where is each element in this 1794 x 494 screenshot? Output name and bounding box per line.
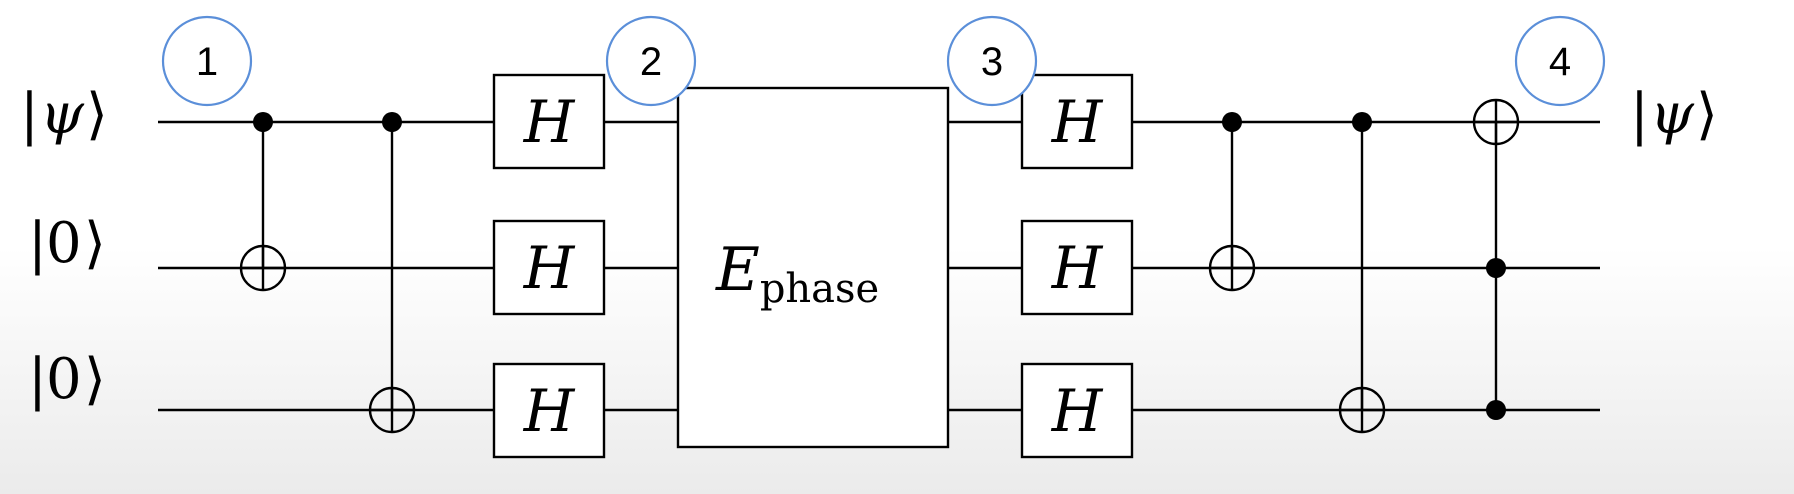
hadamard-gate: H — [1020, 73, 1134, 170]
cnot-gate-1 — [239, 112, 287, 292]
svg-text:H: H — [1051, 377, 1104, 445]
svg-text:⟩: ⟩ — [84, 347, 106, 412]
hadamard-gate: H — [492, 219, 606, 316]
hadamard-gate: H — [492, 362, 606, 459]
toffoli-gate — [1472, 98, 1520, 420]
step-marker-4: 4 — [1514, 15, 1606, 107]
hadamard-gate: H — [492, 73, 606, 170]
cnot-gate-3 — [1208, 112, 1256, 292]
cnot-target — [1338, 386, 1386, 434]
svg-text:H: H — [523, 377, 576, 445]
hadamard-gate: H — [1020, 362, 1134, 459]
control-dot — [1486, 258, 1506, 278]
svg-text:1: 1 — [196, 40, 218, 84]
cnot-target — [1208, 244, 1256, 292]
phase-error-block: Ephase — [676, 86, 950, 449]
svg-text:|: | — [28, 211, 47, 276]
step-marker-2: 2 — [605, 15, 697, 107]
svg-text:ψ: ψ — [40, 82, 85, 147]
cnot-target — [368, 386, 416, 434]
step-marker-1: 1 — [161, 15, 253, 107]
svg-text:0: 0 — [46, 211, 82, 276]
cnot-target — [239, 244, 287, 292]
cnot-gate-4 — [1338, 112, 1386, 434]
step-marker-3: 3 — [946, 15, 1038, 107]
control-dot — [1486, 400, 1506, 420]
svg-text:0: 0 — [46, 347, 82, 412]
input-ket-zero-1: | 0 ⟩ — [28, 211, 106, 276]
svg-text:|: | — [28, 347, 47, 412]
svg-text:H: H — [523, 88, 576, 156]
svg-text:|: | — [1630, 82, 1649, 147]
svg-text:ψ: ψ — [1650, 82, 1695, 147]
output-ket-psi: | ψ ⟩ — [1630, 82, 1718, 147]
svg-text:⟩: ⟩ — [86, 82, 108, 147]
svg-text:H: H — [523, 234, 576, 302]
cnot-gate-2 — [368, 112, 416, 434]
input-ket-zero-2: | 0 ⟩ — [28, 347, 106, 412]
svg-text:⟩: ⟩ — [1696, 82, 1718, 147]
control-dot — [1222, 112, 1242, 132]
svg-text:H: H — [1051, 88, 1104, 156]
control-dot — [1352, 112, 1372, 132]
svg-text:|: | — [20, 82, 39, 147]
hadamard-gate: H — [1020, 219, 1134, 316]
svg-text:4: 4 — [1549, 40, 1571, 84]
control-dot — [253, 112, 273, 132]
control-dot — [382, 112, 402, 132]
svg-text:H: H — [1051, 234, 1104, 302]
input-ket-psi: | ψ ⟩ — [20, 82, 108, 147]
svg-text:⟩: ⟩ — [84, 211, 106, 276]
svg-text:2: 2 — [640, 40, 662, 84]
toffoli-target — [1472, 98, 1520, 146]
svg-text:3: 3 — [981, 40, 1003, 84]
svg-text:Ephase: Ephase — [715, 235, 879, 312]
